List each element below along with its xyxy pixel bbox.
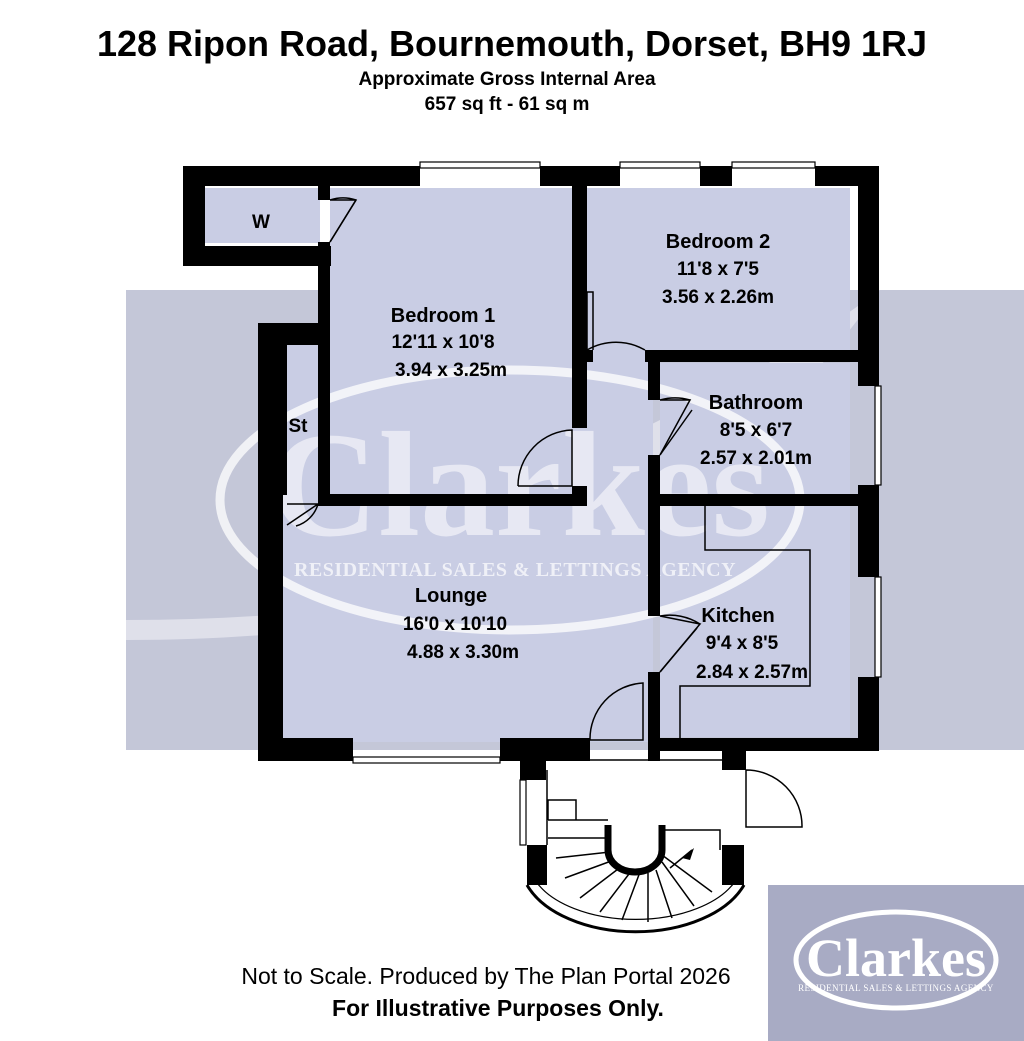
bedroom1-metric: 3.94 x 3.25m — [395, 360, 507, 381]
windows — [352, 161, 882, 846]
bedroom1-imperial: 12'11 x 10'8 — [391, 332, 494, 353]
doors — [286, 197, 803, 828]
kitchen-imperial: 9'4 x 8'5 — [706, 633, 779, 654]
lounge-imperial: 16'0 x 10'10 — [403, 614, 507, 635]
bedroom1-name: Bedroom 1 — [391, 305, 495, 327]
kitchen-metric: 2.84 x 2.57m — [696, 662, 808, 683]
room-labels: W St Bedroom 1 12'11 x 10'8 3.94 x 3.25m… — [252, 212, 812, 683]
lounge-name: Lounge — [415, 585, 487, 607]
logo-tagline: RESIDENTIAL SALES & LETTINGS AGENCY — [798, 983, 994, 993]
area-label: Approximate Gross Internal Area — [358, 69, 655, 90]
bathroom-name: Bathroom — [709, 392, 803, 414]
lounge-metric: 4.88 x 3.30m — [407, 642, 519, 663]
bedroom2-imperial: 11'8 x 7'5 — [677, 259, 759, 280]
bedroom2-name: Bedroom 2 — [666, 231, 770, 253]
footer-disclaimer: Not to Scale. Produced by The Plan Porta… — [241, 963, 730, 989]
watermark: Clarkes RESIDENTIAL SALES & LETTINGS AGE… — [215, 365, 805, 635]
logo-brand: Clarkes — [806, 928, 986, 988]
kitchen-name: Kitchen — [701, 605, 774, 627]
bathroom-imperial: 8'5 x 6'7 — [720, 420, 792, 441]
watermark-brand: Clarkes — [270, 402, 770, 568]
store-label: St — [289, 416, 309, 437]
bathroom-metric: 2.57 x 2.01m — [700, 448, 812, 469]
watermark-tagline: RESIDENTIAL SALES & LETTINGS AGENCY — [294, 559, 736, 581]
walls — [183, 166, 879, 885]
wardrobe-label: W — [252, 212, 270, 233]
footer-illustrative: For Illustrative Purposes Only. — [332, 995, 664, 1021]
floor-area — [205, 188, 850, 742]
address-title: 128 Ripon Road, Bournemouth, Dorset, BH9… — [97, 23, 927, 64]
kitchen-worktop — [679, 506, 811, 738]
bedroom2-metric: 3.56 x 2.26m — [662, 287, 774, 308]
staircase — [525, 759, 746, 934]
clarkes-logo: Clarkes RESIDENTIAL SALES & LETTINGS AGE… — [768, 885, 1024, 1041]
area-value: 657 sq ft - 61 sq m — [425, 94, 590, 115]
